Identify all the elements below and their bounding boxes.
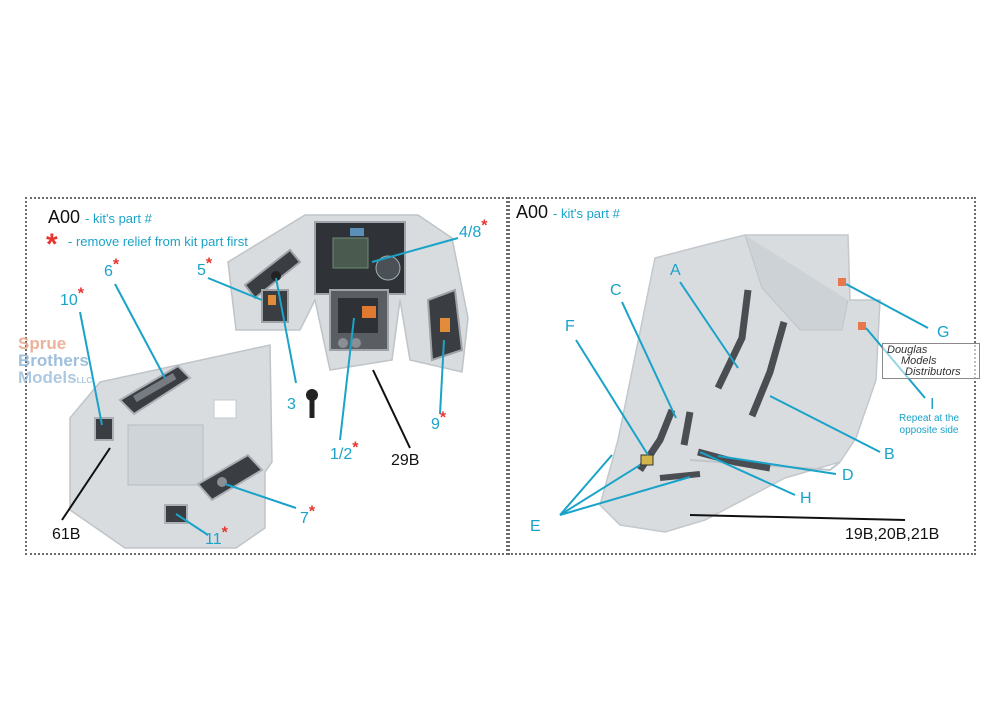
relief-star-icon: * xyxy=(46,228,58,261)
callout-5: 5* xyxy=(197,255,213,279)
instrument-panel-part-29b xyxy=(227,214,469,373)
callout-G: G xyxy=(937,324,950,341)
lever-icon xyxy=(306,389,318,418)
relief-note: - remove relief from kit part first xyxy=(68,234,248,249)
douglas-models-watermark: Douglas Models Distributors xyxy=(882,343,980,379)
callout-29b: 29B xyxy=(391,452,420,469)
left-part-code-label: A00 - kit's part # xyxy=(48,207,152,228)
left-part-code-note: - kit's part # xyxy=(85,211,152,226)
callout-A: A xyxy=(670,262,681,279)
callout-E: E xyxy=(530,518,541,535)
ejection-seat-part xyxy=(599,234,881,533)
repeat-note: Repeat at the opposite side xyxy=(898,413,960,436)
callout-11: 11* xyxy=(205,524,228,548)
sprue-brothers-watermark: Sprue Brothers ModelsLLC xyxy=(18,334,93,387)
left-dark-leader-lines xyxy=(61,369,411,521)
right-part-code: A00 xyxy=(516,202,549,222)
callout-H: H xyxy=(800,490,812,507)
callout-I: I xyxy=(930,396,935,413)
callout-F: F xyxy=(565,318,575,335)
callout-C: C xyxy=(610,282,622,299)
callout-7: 7* xyxy=(300,503,316,527)
right-leader-lines xyxy=(559,281,929,516)
side-console-part-61b xyxy=(69,344,273,549)
right-part-code-note: - kit's part # xyxy=(553,206,620,221)
callout-9: 9* xyxy=(431,409,447,433)
callout-6: 6* xyxy=(104,256,120,280)
right-part-code-label: A00 - kit's part # xyxy=(516,202,620,223)
callout-B: B xyxy=(884,446,895,463)
left-part-code: A00 xyxy=(48,207,81,227)
callout-10: 10* xyxy=(60,285,85,309)
left-diagram-panel xyxy=(25,197,508,555)
callout-1-2: 1/2* xyxy=(330,439,359,463)
callout-61b: 61B xyxy=(52,526,81,543)
left-leader-lines xyxy=(79,237,459,536)
callout-3: 3 xyxy=(287,396,296,413)
callout-4-8: 4/8* xyxy=(459,217,488,241)
right-dark-leader-lines xyxy=(689,514,906,521)
callout-19b-20b-21b: 19B,20B,21B xyxy=(845,526,940,543)
callout-D: D xyxy=(842,467,854,484)
